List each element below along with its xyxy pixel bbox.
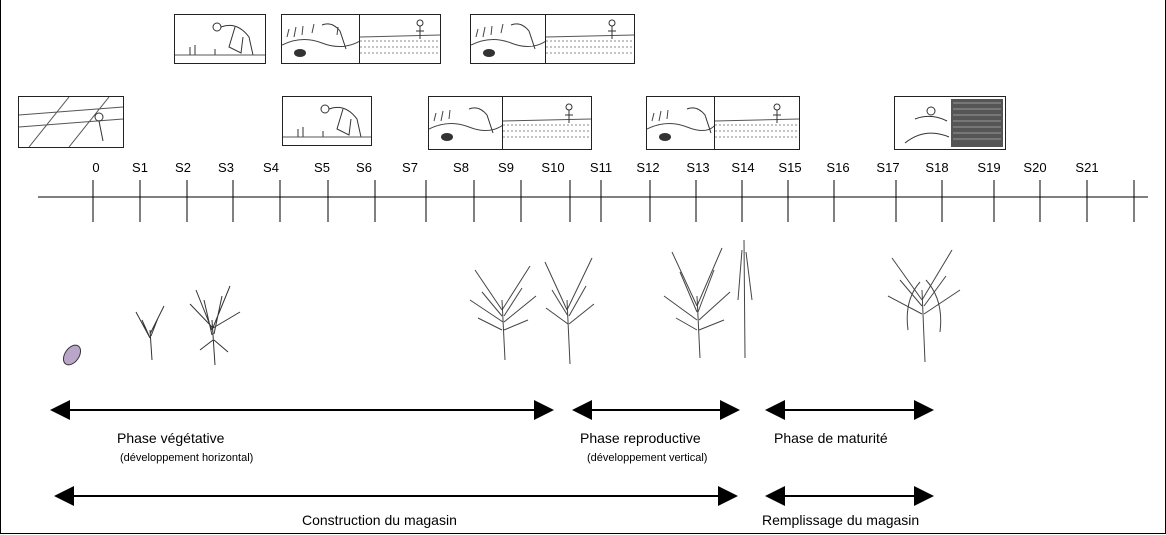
plowing-icon bbox=[19, 97, 123, 147]
harvest-illustration bbox=[894, 96, 1006, 150]
week-label: S16 bbox=[826, 160, 850, 175]
week-label: S15 bbox=[778, 160, 802, 175]
field-preparation-illustration bbox=[18, 96, 124, 148]
week-label: S19 bbox=[977, 160, 1001, 175]
weeding-illustration bbox=[281, 14, 361, 64]
tillering-plant-icon bbox=[189, 285, 241, 366]
weeding-scene-icon bbox=[282, 23, 360, 57]
mature-vegetative-plant-icon bbox=[469, 257, 595, 365]
week-label: S2 bbox=[175, 160, 191, 175]
field-illustration bbox=[545, 14, 635, 64]
timeline-ticks bbox=[92, 180, 1135, 222]
week-label: S17 bbox=[876, 160, 900, 175]
vegetative-phase-title: Phase végétative bbox=[117, 430, 225, 446]
rice-field-icon bbox=[546, 19, 634, 54]
week-label: S21 bbox=[1075, 160, 1099, 175]
week-label: S18 bbox=[925, 160, 949, 175]
transplanting-illustration bbox=[174, 14, 266, 64]
week-label: S6 bbox=[356, 160, 372, 175]
week-label: S20 bbox=[1023, 160, 1047, 175]
week-label: S7 bbox=[402, 160, 418, 175]
rice-field-icon bbox=[503, 103, 591, 138]
week-label: S8 bbox=[453, 160, 469, 175]
week-label: S10 bbox=[541, 160, 565, 175]
maturity-phase-title: Phase de maturité bbox=[774, 430, 888, 446]
weeding-scene-icon bbox=[471, 23, 546, 57]
rice-field-icon bbox=[360, 19, 440, 54]
seedling-icon bbox=[135, 305, 165, 361]
week-label: S12 bbox=[636, 160, 660, 175]
week-label: S11 bbox=[589, 160, 613, 175]
field-illustration bbox=[359, 14, 441, 64]
rice-field-icon bbox=[715, 103, 799, 138]
construction-label: Construction du magasin bbox=[302, 512, 457, 528]
weeding-scene-icon bbox=[429, 107, 503, 141]
field-illustration bbox=[502, 96, 592, 150]
field-illustration bbox=[714, 96, 800, 150]
week-label: S13 bbox=[686, 160, 710, 175]
seed-icon bbox=[62, 344, 82, 366]
week-label: S14 bbox=[731, 160, 755, 175]
reproductive-phase-subtitle: (développement vertical) bbox=[587, 452, 708, 464]
mature-plant-icon bbox=[887, 249, 961, 363]
farmer-bending-icon bbox=[283, 104, 371, 138]
farmer-bending-icon bbox=[175, 22, 265, 56]
week-label: S3 bbox=[218, 160, 234, 175]
weeding-illustration bbox=[646, 96, 716, 150]
filling-label: Remplissage du magasin bbox=[762, 512, 920, 528]
week-label: S1 bbox=[132, 160, 148, 175]
week-label: S9 bbox=[498, 160, 514, 175]
week-label: S5 bbox=[314, 160, 330, 175]
week-label: 0 bbox=[92, 160, 100, 175]
weeding-illustration bbox=[470, 14, 547, 64]
booting-plant-icon bbox=[663, 239, 753, 359]
harvest-icon bbox=[904, 99, 1003, 147]
reproductive-phase-title: Phase reproductive bbox=[580, 430, 701, 446]
weeding-scene-icon bbox=[647, 107, 715, 141]
weeding-illustration bbox=[428, 96, 504, 150]
transplanting-illustration bbox=[282, 96, 372, 146]
vegetative-phase-subtitle: (développement horizontal) bbox=[120, 452, 254, 464]
week-label: S4 bbox=[263, 160, 279, 175]
